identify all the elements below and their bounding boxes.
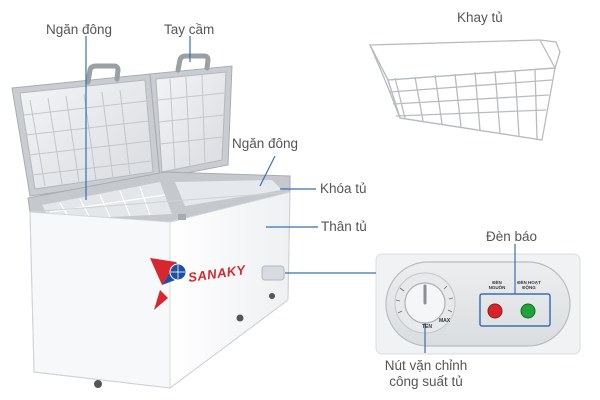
running-light-label: ĐÈN HOẠT ĐỘNG	[517, 280, 541, 290]
label-freezer-compartment: Ngăn đông	[46, 22, 113, 37]
label-handle: Tay cầm	[164, 22, 215, 37]
label-knob: Nút vặn chỉnh công suất tủ	[372, 358, 480, 390]
control-panel-zoom	[375, 253, 581, 355]
knob-max-label: MAX	[439, 318, 451, 324]
label-tray: Khay tủ	[457, 10, 503, 25]
wheel-icon	[236, 314, 244, 322]
power-light	[487, 303, 503, 319]
cabinet-top	[27, 171, 291, 223]
cabinet-body	[29, 191, 291, 389]
label-knob-line2: công suất tủ	[389, 374, 463, 389]
right-lid	[149, 53, 233, 179]
label-lock: Khóa tủ	[320, 181, 367, 196]
body-control-panel	[261, 265, 285, 281]
power-light-label: ĐÈN NGUỒN	[488, 280, 506, 290]
wheel-icon	[269, 293, 275, 299]
wheel-icon	[94, 380, 102, 388]
label-body: Thân tủ	[321, 219, 367, 234]
brand-logo	[150, 258, 187, 310]
label-knob-line1: Nút vặn chỉnh	[384, 358, 468, 373]
knob-ten-label: TEN	[422, 324, 432, 330]
running-light	[520, 303, 536, 319]
tray-basket	[368, 39, 561, 141]
label-indicator-light: Đèn báo	[486, 229, 538, 244]
lock-part	[178, 214, 186, 220]
leader-lines	[85, 36, 516, 353]
label-freezer-compartment-right: Ngăn đông	[232, 136, 299, 151]
